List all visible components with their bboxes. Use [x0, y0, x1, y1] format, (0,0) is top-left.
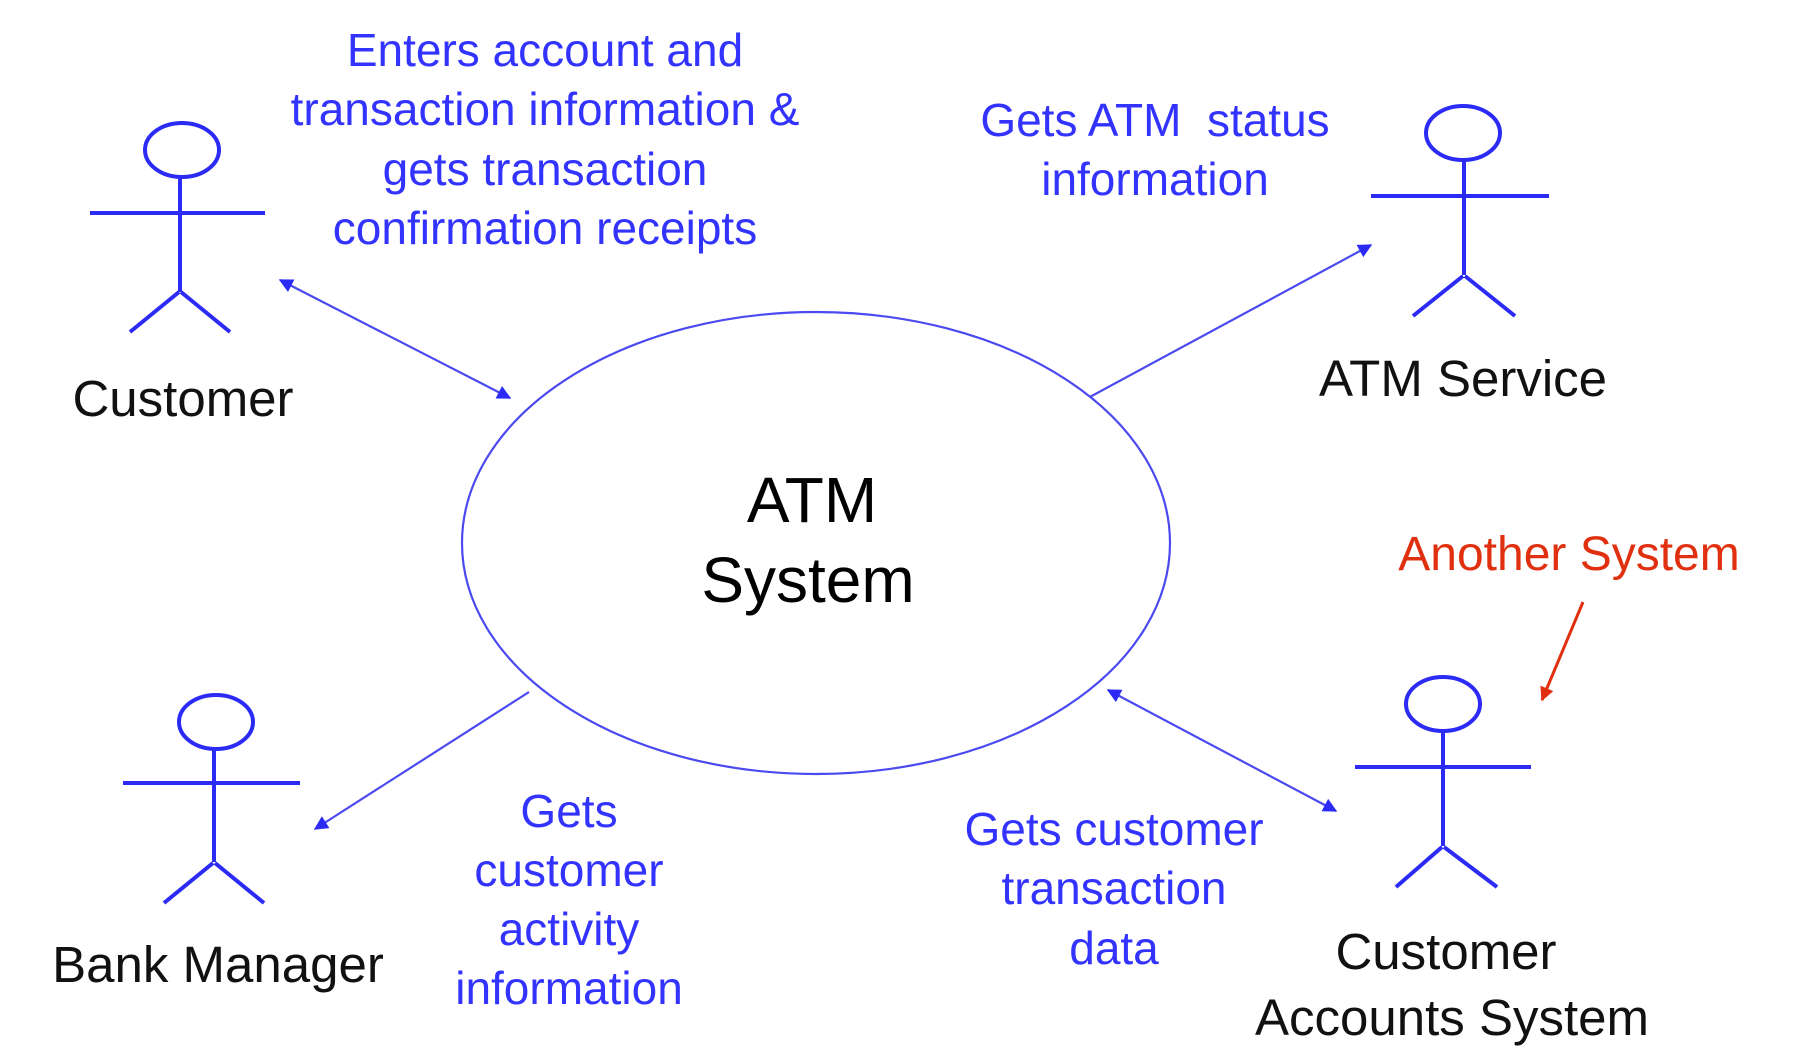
actor-head-icon — [143, 121, 221, 179]
label-line: confirmation receipts — [333, 202, 757, 254]
actor-customer-label: Customer — [72, 370, 293, 427]
atm-system-use-case[interactable] — [460, 310, 1172, 776]
actor-left-leg — [162, 861, 215, 905]
actor-atm-service[interactable] — [1371, 104, 1549, 318]
association-label-atm-service: Gets ATM status information — [980, 94, 1329, 205]
association-label-bank-manager: Gets customer activity information — [455, 785, 683, 1014]
label-line: Enters account and — [347, 24, 743, 76]
association-customer-accounts-system — [1106, 689, 1338, 812]
system-title-line-2: System — [701, 544, 914, 616]
label-line: information — [1041, 153, 1269, 205]
actor-head-icon — [177, 693, 255, 751]
label-line: data — [1069, 922, 1159, 974]
label-line: transaction — [1001, 862, 1226, 914]
label-line: information — [455, 962, 683, 1014]
annotation-arrow — [1540, 601, 1585, 702]
association-customer — [278, 279, 512, 399]
association-bank-manager — [313, 691, 530, 830]
actor-atm-service-label: ATM Service — [1319, 350, 1607, 407]
label-line: activity — [499, 903, 640, 955]
actor-left-leg — [1411, 274, 1465, 318]
actor-bank-manager-label: Bank Manager — [52, 936, 384, 993]
label-line: Gets ATM status — [980, 94, 1329, 146]
label-line: Gets customer — [964, 803, 1263, 855]
actor-bank-manager[interactable] — [123, 693, 300, 905]
actor-left-leg — [128, 290, 181, 334]
association-atm-service — [1087, 244, 1373, 399]
actor-customer-accounts-system[interactable] — [1355, 675, 1531, 889]
actor-customer[interactable] — [90, 121, 265, 334]
label-line: customer — [474, 844, 663, 896]
actor-left-leg — [1394, 845, 1444, 889]
actor-right-leg — [1463, 274, 1517, 318]
actor-head-icon — [1404, 675, 1482, 733]
label-line: gets transaction — [383, 143, 708, 195]
actor-right-leg — [213, 861, 266, 905]
association-label-customer: Enters account and transaction informati… — [291, 24, 800, 254]
annotation-another-system: Another System — [1398, 528, 1739, 581]
label-line: transaction information & — [291, 83, 800, 135]
actor-head-icon — [1424, 104, 1502, 162]
association-label-customer-accounts-system: Gets customer transaction data — [964, 803, 1263, 974]
system-title-line-1: ATM — [747, 464, 877, 536]
label-line: Gets — [520, 785, 617, 837]
actor-customer-accounts-label-line-1: Customer — [1335, 923, 1556, 980]
actor-right-leg — [1442, 845, 1499, 889]
actor-right-leg — [179, 290, 232, 334]
actor-customer-accounts-label-line-2: Accounts System — [1255, 989, 1649, 1046]
